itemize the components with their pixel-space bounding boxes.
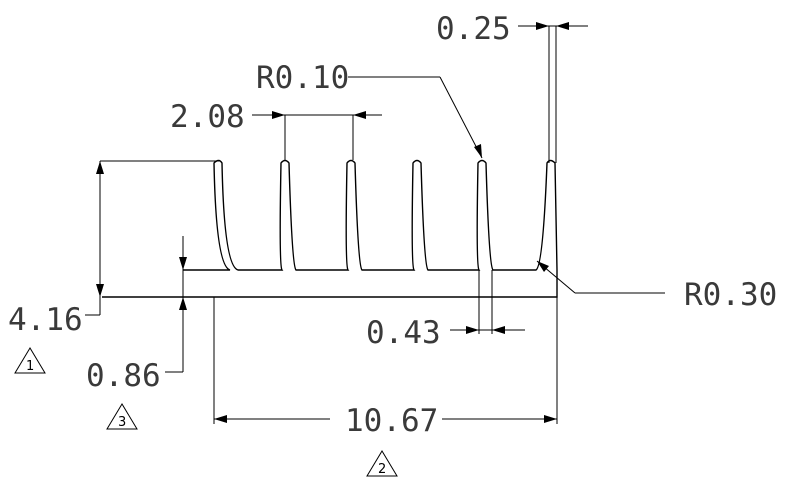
pitch-dimension <box>252 111 382 160</box>
root-radius-label: R0.30 <box>684 277 777 313</box>
width-label: 10.67 <box>345 403 438 439</box>
height-dimension <box>85 160 220 316</box>
height-label: 4.16 <box>8 302 83 338</box>
base-thickness-label: 0.86 <box>86 358 161 394</box>
svg-text:1: 1 <box>26 359 34 374</box>
fin-top-thickness-dimension <box>518 22 588 163</box>
fin-top-thickness-label: 0.25 <box>436 11 511 47</box>
note-2-triangle: 2 <box>366 450 398 477</box>
note-1-triangle: 1 <box>14 347 46 374</box>
svg-text:2: 2 <box>378 462 386 477</box>
tip-radius-leader <box>348 76 483 159</box>
width-dimension <box>213 297 558 424</box>
tip-radius-label: R0.10 <box>256 60 349 96</box>
pitch-label: 2.08 <box>170 99 245 135</box>
note-3-triangle: 3 <box>106 403 138 430</box>
base-thickness-dimension <box>165 236 187 373</box>
svg-text:3: 3 <box>118 415 126 430</box>
fin-base-thickness-dimension <box>450 270 525 334</box>
heatsink-profile-outline <box>102 159 558 298</box>
fin-base-thickness-label: 0.43 <box>366 315 441 351</box>
root-radius-leader <box>536 260 665 294</box>
